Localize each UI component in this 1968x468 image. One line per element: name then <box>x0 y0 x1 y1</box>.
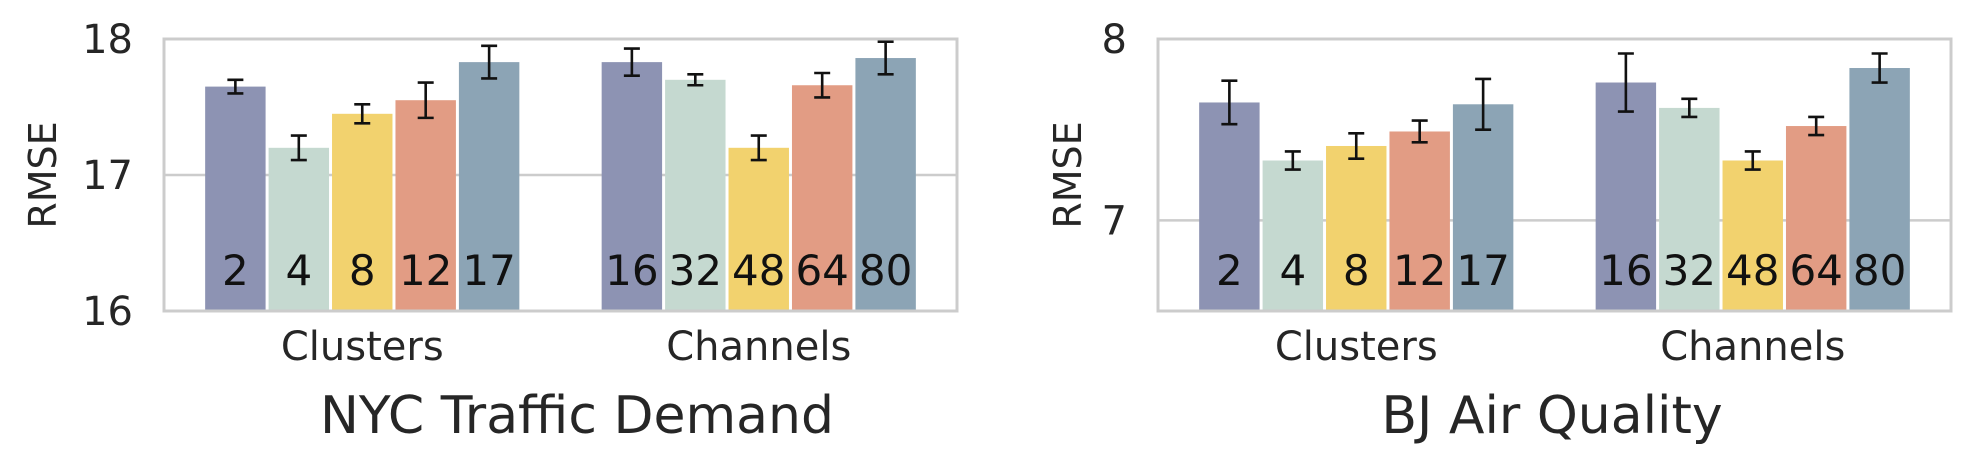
bar <box>1722 160 1783 311</box>
bar <box>1849 68 1910 311</box>
bar <box>728 147 789 311</box>
bar-label: 2 <box>1216 246 1243 295</box>
chart-title: NYC Traffic Demand <box>320 386 834 446</box>
bar <box>1389 131 1450 311</box>
error-bar <box>750 134 767 162</box>
group-label-channels: Channels <box>1660 324 1845 370</box>
bar-label: 32 <box>669 246 722 295</box>
bar <box>665 79 726 311</box>
bar <box>1785 126 1847 311</box>
bar-label: 8 <box>349 246 376 295</box>
y-tick-labels: 78 <box>1102 17 1127 244</box>
bar <box>1452 104 1514 311</box>
bar <box>1326 145 1387 311</box>
bar-label: 17 <box>1456 246 1509 295</box>
bar-label: 48 <box>1726 246 1779 295</box>
y-axis-label: RMSE <box>1046 121 1090 228</box>
bar-label: 4 <box>1279 246 1306 295</box>
bar <box>268 147 330 311</box>
bar-label: 16 <box>1599 246 1652 295</box>
error-bar <box>623 47 640 78</box>
bar-label: 32 <box>1663 246 1716 295</box>
group-label-channels: Channels <box>666 324 851 370</box>
plot-frame <box>162 37 959 313</box>
bar-label: 2 <box>222 246 249 295</box>
bar <box>1595 82 1657 312</box>
error-bar <box>877 40 894 76</box>
error-bar <box>1808 115 1825 137</box>
bar <box>601 62 663 312</box>
y-tick-label: 16 <box>82 289 133 335</box>
y-tick-label: 8 <box>1102 17 1127 63</box>
error-bar <box>1744 150 1761 171</box>
bar-label: 17 <box>462 246 515 295</box>
bar <box>1199 102 1260 311</box>
bar-label: 8 <box>1343 246 1370 295</box>
error-bar <box>354 102 371 125</box>
y-tick-label: 7 <box>1102 198 1127 244</box>
error-bar <box>687 73 704 87</box>
error-bar <box>1348 131 1365 160</box>
group-label-clusters: Clusters <box>1275 324 1438 370</box>
bar-label: 12 <box>399 246 452 295</box>
bar-label: 4 <box>285 246 312 295</box>
bar <box>395 100 456 311</box>
bar <box>205 86 266 311</box>
bar-label: 12 <box>1393 246 1446 295</box>
bar <box>1262 160 1324 311</box>
error-bar <box>1221 79 1238 126</box>
bar-label: 64 <box>1789 246 1842 295</box>
bar-label: 80 <box>1853 246 1906 295</box>
error-bar <box>1617 52 1634 113</box>
error-bar <box>481 44 498 80</box>
bar <box>458 62 520 312</box>
y-axis-label: RMSE <box>21 121 65 228</box>
error-bar <box>814 71 831 99</box>
chart-title: BJ Air Quality <box>1381 386 1722 446</box>
bar <box>855 58 916 311</box>
error-bar <box>1681 97 1698 119</box>
error-bar <box>1871 52 1888 84</box>
error-bar <box>1284 150 1301 171</box>
group-label-clusters: Clusters <box>281 324 444 370</box>
plot-frame <box>1156 37 1953 313</box>
y-tick-label: 17 <box>82 153 133 199</box>
bar <box>1659 107 1720 311</box>
bar <box>332 113 393 311</box>
error-bar <box>290 134 307 162</box>
bar <box>791 85 853 312</box>
bar-label: 48 <box>732 246 785 295</box>
bar-label: 64 <box>795 246 848 295</box>
y-tick-label: 18 <box>82 17 133 63</box>
error-bar <box>417 81 434 120</box>
error-bar <box>227 78 244 95</box>
error-bar <box>1411 119 1428 144</box>
bar-label: 80 <box>859 246 912 295</box>
error-bar <box>1475 77 1492 131</box>
bar-label: 16 <box>605 246 658 295</box>
y-tick-labels: 16 17 18 <box>82 17 133 335</box>
